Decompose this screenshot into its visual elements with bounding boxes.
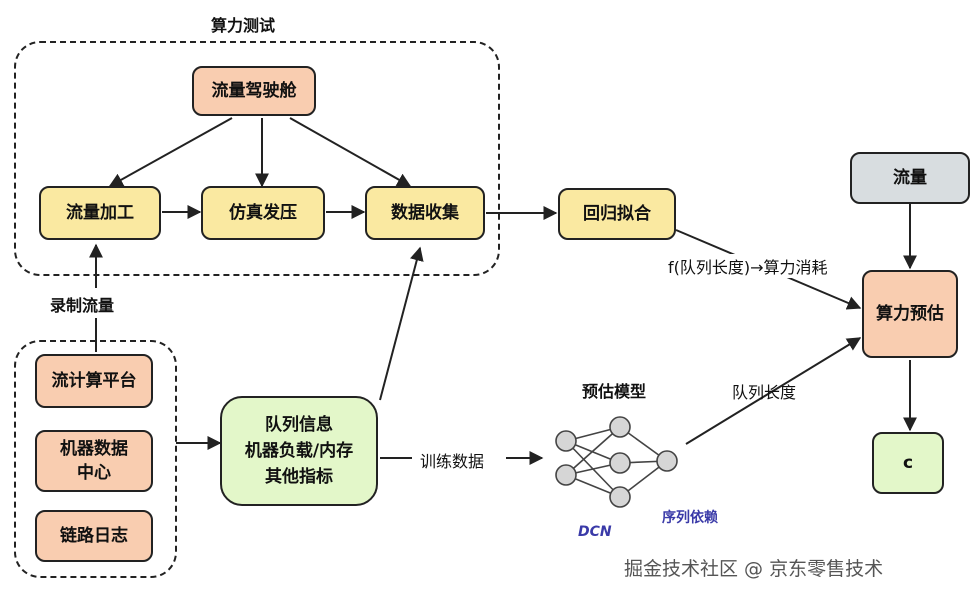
node-traffic-cockpit: 流量驾驶舱 bbox=[192, 66, 316, 116]
neural-network-icon bbox=[555, 416, 678, 508]
arrow-cockpit-to-processing bbox=[108, 117, 233, 187]
compute-test-group bbox=[14, 41, 500, 276]
node-queue-info: 队列信息 机器负载/内存 其他指标 bbox=[220, 396, 378, 506]
node-compute-estimate: 算力预估 bbox=[862, 270, 958, 358]
node-regression-fit: 回归拟合 bbox=[558, 188, 676, 240]
arrow-cockpit-to-collect bbox=[289, 117, 412, 187]
data-sources-group bbox=[14, 340, 177, 578]
compute-test-group-title: 算力测试 bbox=[211, 16, 276, 35]
label-queue-to-compute: f(队列长度)→算力消耗 bbox=[668, 254, 828, 278]
label-dcn: DCN bbox=[578, 524, 612, 540]
label-model-title: 预估模型 bbox=[582, 382, 647, 401]
node-link-log: 链路日志 bbox=[35, 510, 153, 562]
node-data-collect: 数据收集 bbox=[365, 186, 485, 240]
label-queue-length: 队列长度 bbox=[732, 383, 797, 402]
node-simulated-load: 仿真发压 bbox=[201, 186, 325, 240]
node-machine-data-center: 机器数据 中心 bbox=[35, 430, 153, 492]
label-record-traffic: 录制流量 bbox=[48, 292, 117, 316]
node-stream-platform: 流计算平台 bbox=[35, 354, 153, 408]
arrow-queue-to-collect bbox=[379, 246, 424, 401]
node-c-output: c bbox=[872, 432, 944, 494]
label-sequence-dependency: 序列依赖 bbox=[662, 510, 718, 526]
watermark: 掘金技术社区 @ 京东零售技术 bbox=[624, 558, 884, 580]
arrow-model-to-estimate bbox=[685, 337, 862, 445]
node-traffic-processing: 流量加工 bbox=[39, 186, 161, 240]
node-traffic: 流量 bbox=[850, 152, 970, 204]
label-training-data: 训练数据 bbox=[420, 452, 485, 471]
